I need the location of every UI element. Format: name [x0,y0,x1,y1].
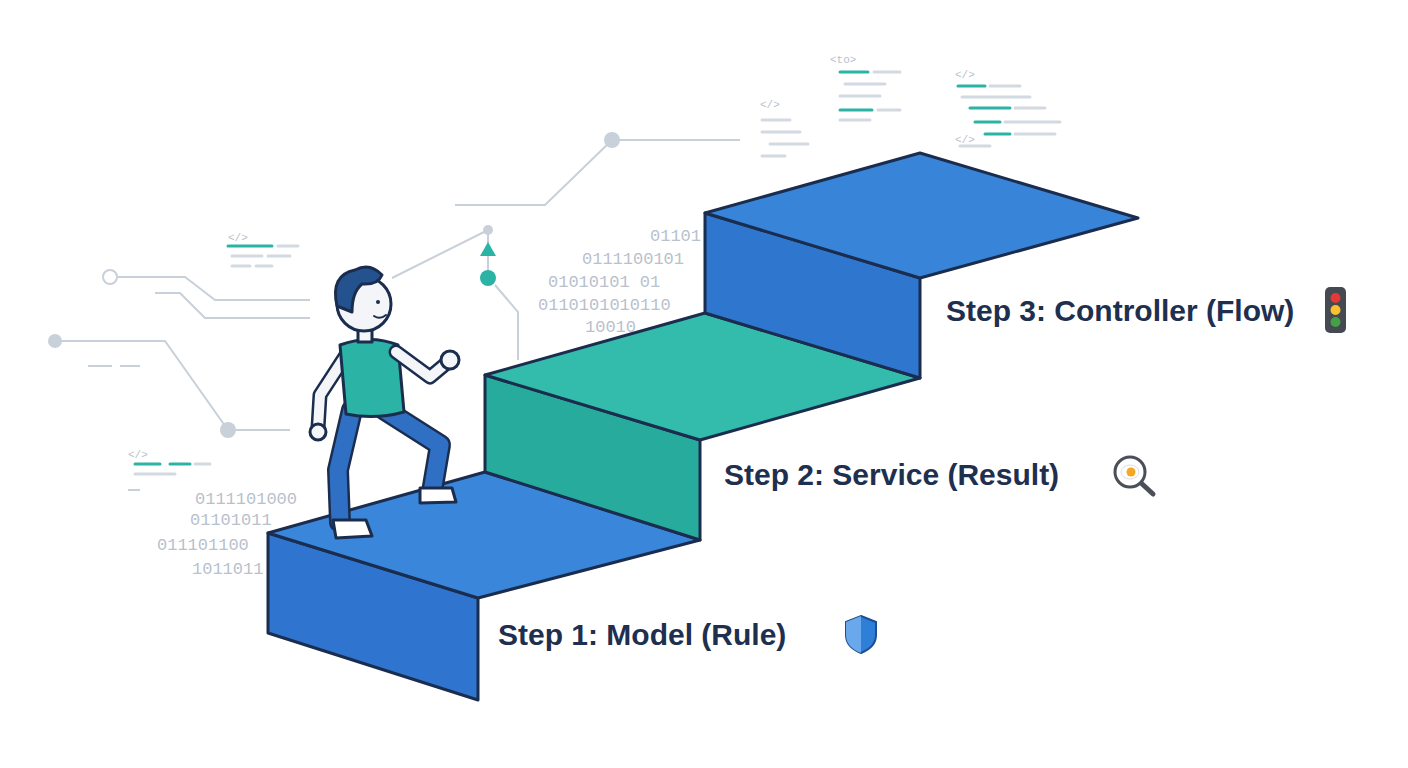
code-line [135,464,210,474]
eye [376,300,380,304]
arm-front [396,352,448,377]
light-green [1331,317,1341,327]
binary-text: 01010101 01 [548,273,660,293]
code-line [960,86,1060,146]
leg-front [385,410,440,492]
circuit-wire [495,285,518,360]
circuit-node [483,225,493,235]
code-tag: </> [228,228,248,248]
torso [340,340,404,417]
traffic-light-body [1325,287,1346,333]
circuit-wire [55,341,290,430]
binary-text: 0110101010110 [538,296,671,316]
neck [358,326,372,342]
binary-text: 01101 [650,227,701,247]
arm-back [318,352,348,428]
shoe [420,488,456,503]
circuit-node [604,132,620,148]
leg-back [338,410,352,522]
code-line [228,245,272,248]
magnifier-icon [1115,457,1153,494]
circuit-arrow [480,242,496,256]
step-label: Step 3: Controller (Flow) [946,293,1294,329]
head [337,277,391,331]
binary-text: 0111101000 [195,490,297,510]
step-label: Step 1: Model (Rule) [498,617,786,653]
traffic-light-icon [1325,287,1346,333]
circuit-node [48,334,62,348]
shield-shape [846,616,876,653]
code-tag: </> [955,130,975,150]
binary-text: 0111100101 [582,250,684,270]
egg-white [1121,465,1139,479]
circuit-wire [455,140,740,205]
leg-front [385,410,440,492]
stair-step: Step 3: Controller (Flow) [701,149,1142,382]
light-yellow [1331,305,1341,315]
arm-back [318,352,348,428]
mouth [374,315,386,318]
circuit-node [480,270,496,286]
code-tag: </> [760,95,780,115]
fist [441,351,459,369]
arm-front [396,352,448,377]
hair [335,267,382,312]
magnifier-lens [1115,457,1145,487]
circuit-node [220,422,236,438]
step-shape [701,149,1142,382]
egg-yolk [1127,468,1136,477]
circuit-wire [118,277,310,300]
circuit-wire [88,365,140,367]
shield-shade [846,616,861,653]
climber-figure [310,267,459,538]
code-line [135,463,190,466]
code-tag: <to> [830,50,856,70]
hand [310,424,326,440]
code-tag: </> [128,445,148,465]
binary-text: 011101100 [157,536,249,556]
light-red [1331,293,1341,303]
shield-icon [846,616,876,653]
magnifier-handle [1140,482,1153,494]
code-tag: </> [955,65,975,85]
step-face [705,153,1138,278]
code-line [232,246,298,266]
circuit-wire [128,489,140,491]
code-line [762,120,808,156]
code-line [840,72,872,110]
code-line [958,86,1010,134]
leg-back [338,410,352,522]
step-label: Step 2: Service (Result) [724,457,1059,493]
code-line [840,72,900,120]
circuit-wire [155,293,310,318]
binary-text: 01101011 [190,511,272,531]
shoe [333,520,372,538]
binary-text: 1011011 [192,560,263,580]
circuit-node [103,270,117,284]
circuit-wire [392,230,488,278]
